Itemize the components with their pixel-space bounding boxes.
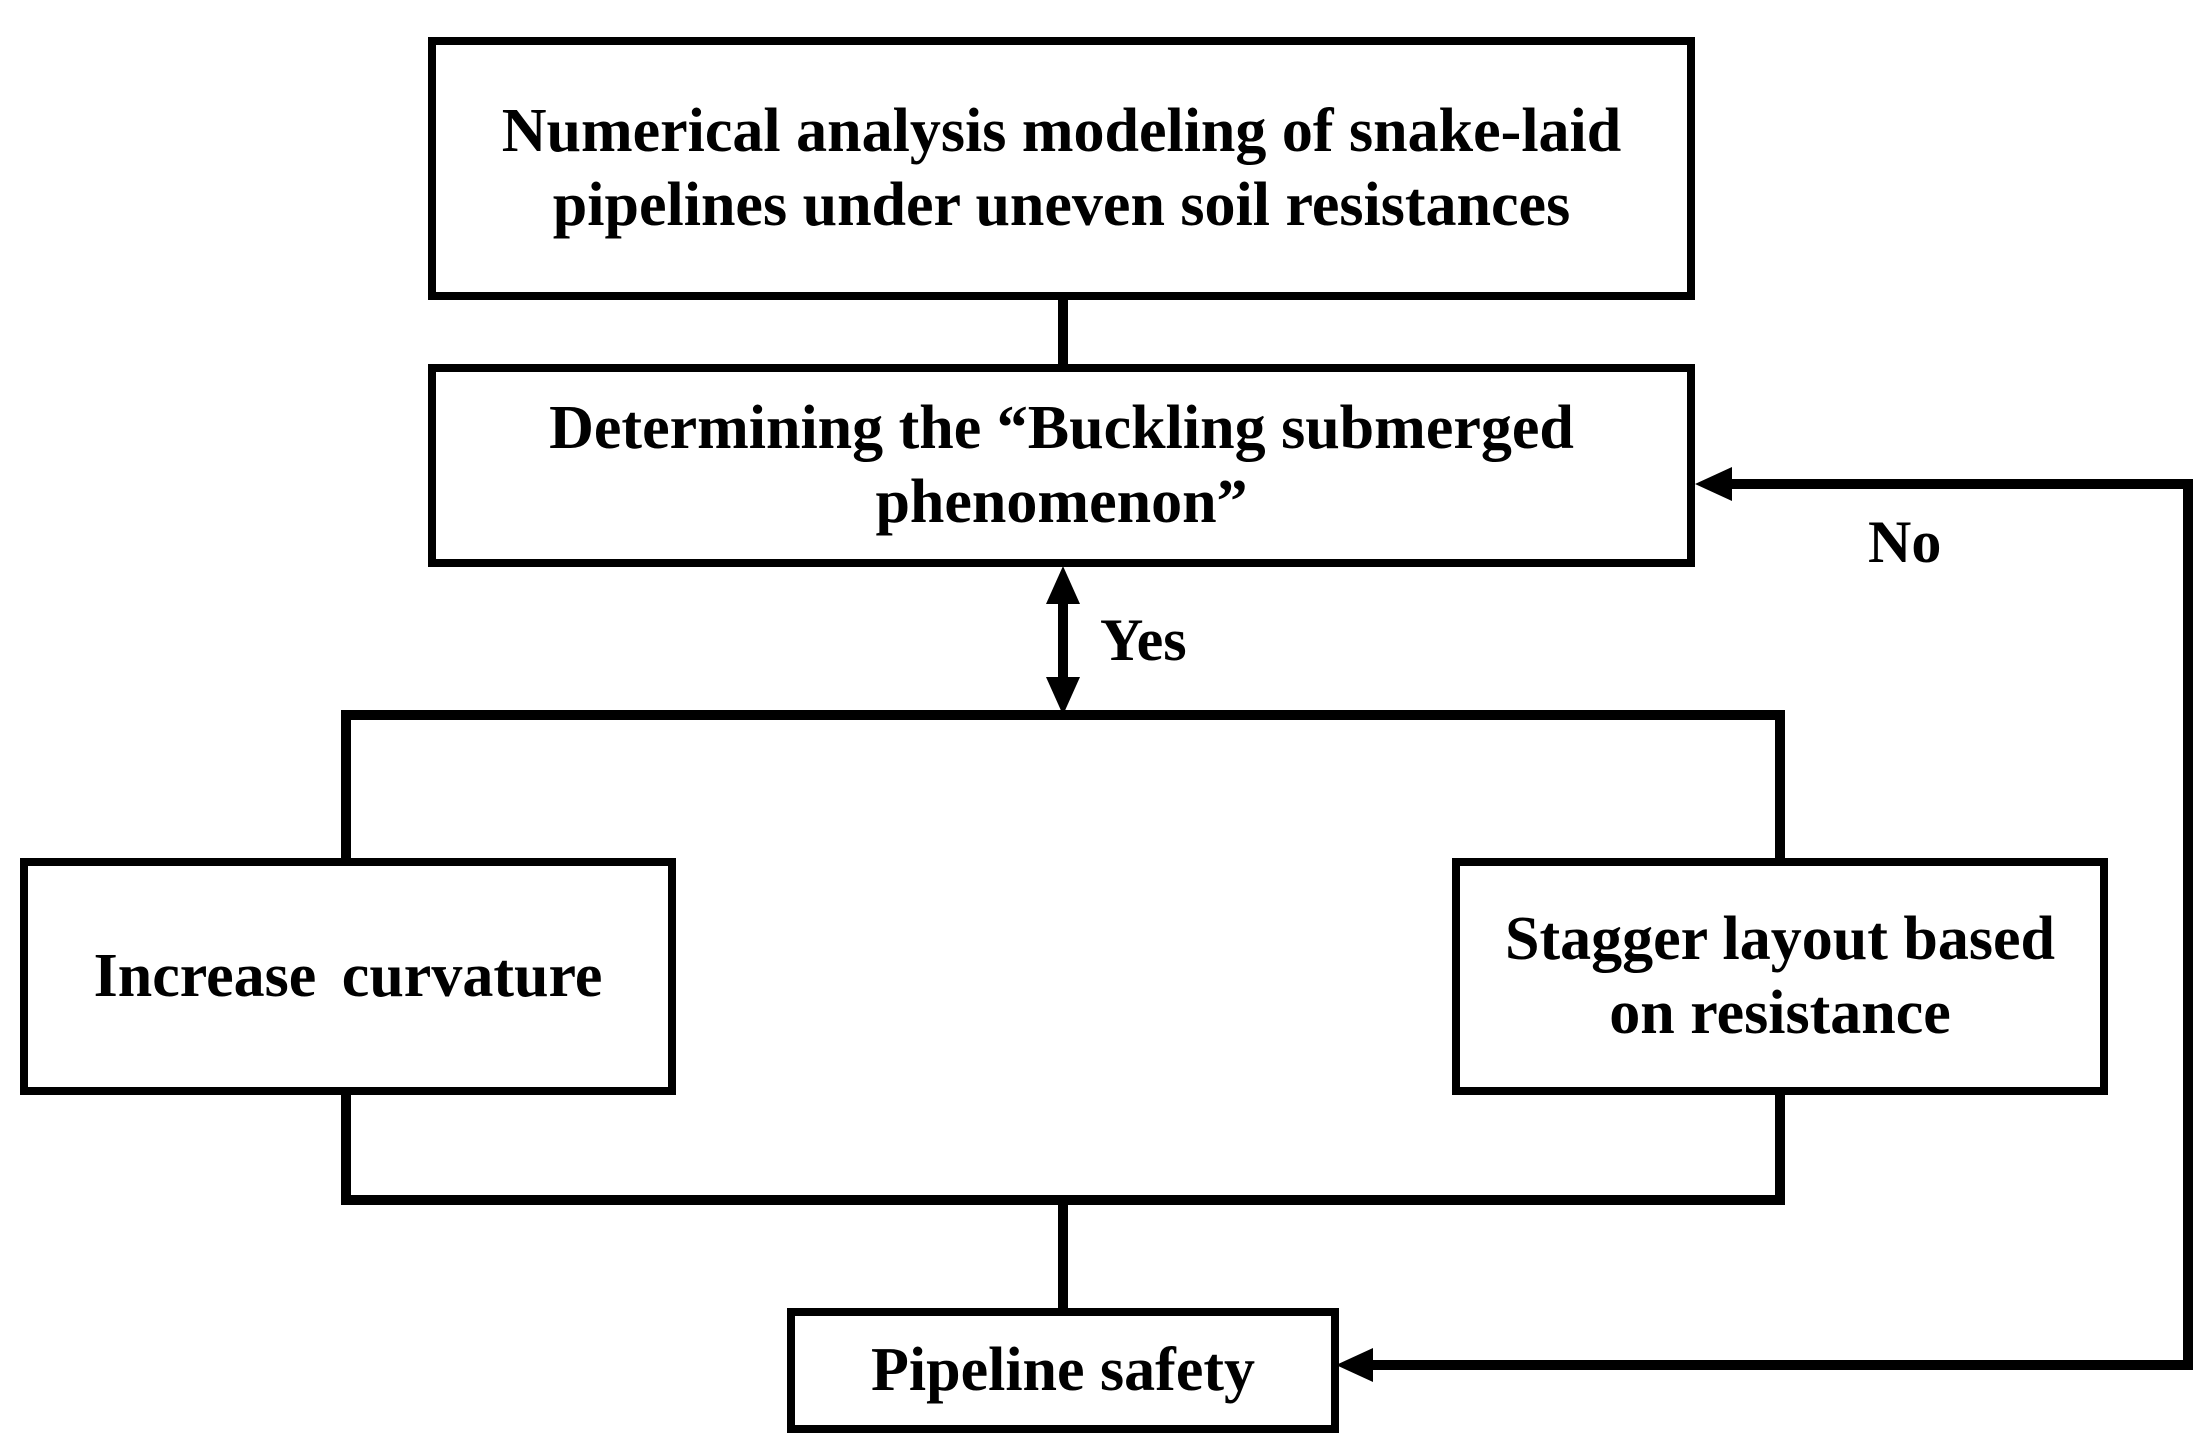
node-determining: Determining the “Buckling submerged phen… <box>428 364 1695 567</box>
connector-branch-top <box>341 710 1785 867</box>
no-arrowhead-determining <box>1695 467 1732 501</box>
node-pipeline-safety-label: Pipeline safety <box>871 1335 1255 1404</box>
node-increase-curvature-label: Increase curvature <box>93 941 603 1010</box>
node-determining-label: Determining the “Buckling submerged phen… <box>549 394 1574 536</box>
edge-label-no: No <box>1868 509 1942 575</box>
edge-label-yes: Yes <box>1100 607 1187 673</box>
node-modeling-label: Numerical analysis modeling of snake-lai… <box>501 97 1622 239</box>
node-stagger-layout-label: Stagger layout based on resistance <box>1504 905 2055 1047</box>
yes-arrowhead-up <box>1046 566 1080 604</box>
node-increase-curvature: Increase curvature <box>20 858 676 1095</box>
yes-arrowhead-down <box>1046 677 1080 715</box>
node-stagger-layout: Stagger layout based on resistance <box>1452 858 2108 1095</box>
node-pipeline-safety: Pipeline safety <box>787 1308 1339 1433</box>
node-modeling: Numerical analysis modeling of snake-lai… <box>428 37 1695 300</box>
connector-no-loop <box>1363 479 2193 1370</box>
connector-branch-bottom <box>341 1088 1785 1205</box>
no-arrowhead-safety <box>1336 1348 1373 1382</box>
